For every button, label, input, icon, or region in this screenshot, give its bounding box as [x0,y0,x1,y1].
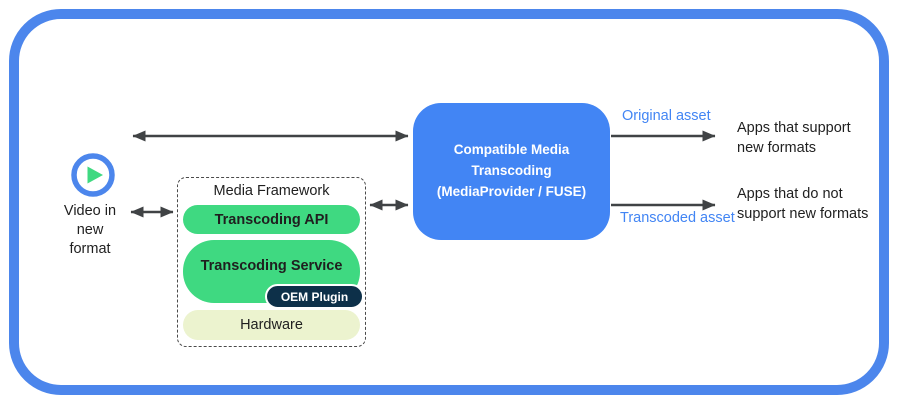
media-framework-title: Media Framework [213,183,330,199]
video-source-label: Video in new format [63,203,117,258]
oem-plugin-pill: OEM Plugin [265,284,364,309]
compatible-media-transcoding-box: Compatible Media Transcoding (MediaProvi… [413,103,610,240]
apps-support-new-formats-label: Apps that support new formats [737,120,851,156]
transcoded-asset-label: Transcoded asset [620,210,735,226]
diagram-border-frame [9,9,889,395]
apps-no-support-new-formats-label: Apps that do not support new formats [737,186,869,222]
original-asset-label: Original asset [622,108,711,124]
hardware-pill: Hardware [183,310,360,340]
play-icon [71,153,115,197]
transcoding-api-pill: Transcoding API [183,205,360,234]
